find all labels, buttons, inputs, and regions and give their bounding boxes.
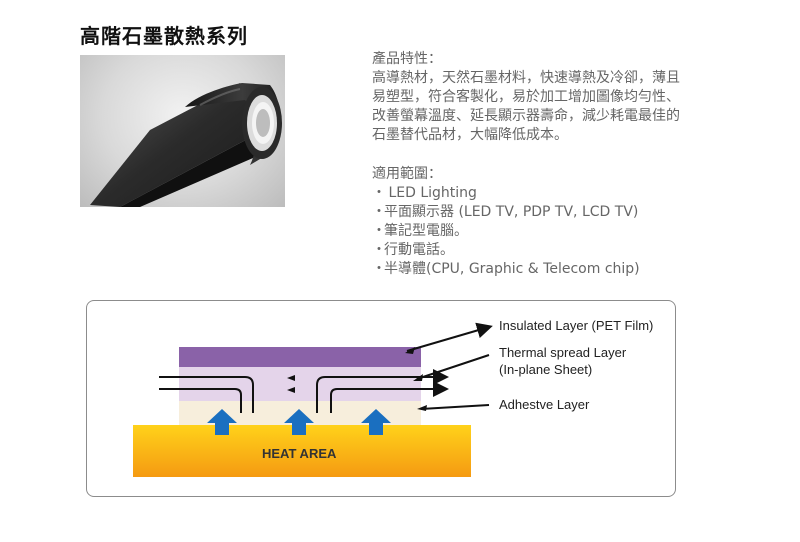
- bullet-icon: ・: [372, 223, 386, 239]
- bullet-icon: ・: [372, 261, 386, 277]
- bullet-icon: ・: [372, 185, 386, 201]
- bullet-icon: ・: [372, 242, 386, 258]
- features-line: 易塑型，符合客製化，易於加工增加圖像均勻性、: [372, 89, 680, 105]
- heat-flow-lines: [159, 369, 449, 413]
- applications-heading: 適用範圍：: [372, 166, 442, 182]
- applications-list: ・ LED Lighting ・平面顯示器 (LED TV, PDP TV, L…: [372, 184, 752, 279]
- page-title: 高階石墨散熱系列: [80, 24, 248, 48]
- list-item-text: LED Lighting: [384, 185, 477, 201]
- bullet-icon: ・: [372, 204, 386, 220]
- list-item-text: 筆記型電腦。: [384, 223, 468, 239]
- list-item-text: 平面顯示器 (LED TV, PDP TV, LCD TV): [384, 204, 639, 220]
- list-item: ・筆記型電腦。: [372, 222, 752, 241]
- features-line: 高導熱材，天然石墨材料，快速導熱及冷卻，薄且: [372, 70, 680, 86]
- thermal-spread-layer: [179, 367, 421, 401]
- list-item: ・行動電話。: [372, 241, 752, 260]
- insulated-layer-label: Insulated Layer (PET Film): [499, 318, 654, 333]
- list-item: ・平面顯示器 (LED TV, PDP TV, LCD TV): [372, 203, 752, 222]
- heat-arrow-icon: [207, 409, 391, 435]
- applications-section: 適用範圍： ・ LED Lighting ・平面顯示器 (LED TV, PDP…: [372, 165, 752, 279]
- features-line: 石墨替代品材，大幅降低成本。: [372, 127, 568, 143]
- features-heading: 產品特性：: [372, 51, 442, 67]
- list-item-text: 半導體(CPU, Graphic & Telecom chip): [384, 261, 640, 277]
- adhesive-layer-label: Adhestve Layer: [499, 397, 590, 412]
- thermal-spread-layer-label: Thermal spread Layer: [499, 345, 627, 360]
- list-item: ・半導體(CPU, Graphic & Telecom chip): [372, 260, 752, 279]
- layer-structure-diagram: Insulated Layer (PET Film) Thermal sprea…: [86, 300, 676, 497]
- thermal-spread-layer-sublabel: (In-plane Sheet): [499, 362, 593, 377]
- list-item: ・ LED Lighting: [372, 184, 752, 203]
- insulated-layer: [179, 347, 421, 367]
- list-item-text: 行動電話。: [384, 242, 454, 258]
- product-photo: [80, 55, 285, 207]
- features-section: 產品特性： 高導熱材，天然石墨材料，快速導熱及冷卻，薄且 易塑型，符合客製化，易…: [372, 50, 732, 145]
- features-line: 改善螢幕溫度、延長顯示器壽命，減少耗電最佳的: [372, 108, 680, 124]
- graphite-film-roll-icon: [90, 83, 282, 207]
- heat-area-label: HEAT AREA: [262, 446, 337, 461]
